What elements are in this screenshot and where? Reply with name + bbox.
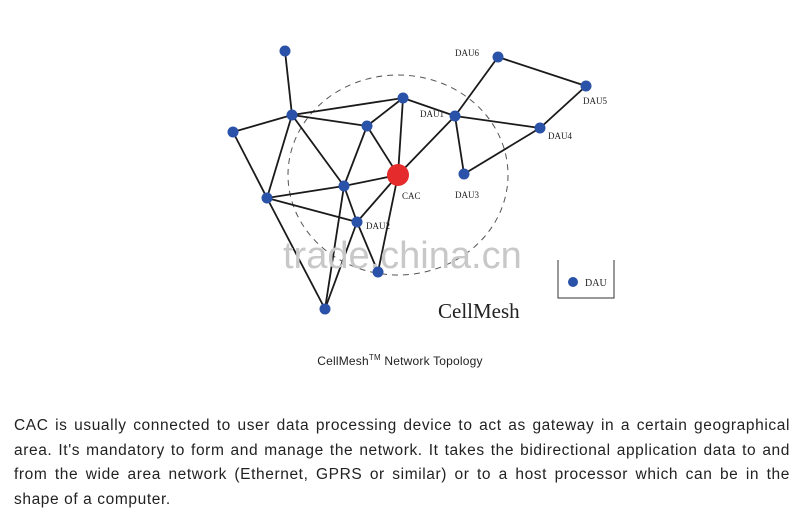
dau-node [279, 45, 291, 57]
dau6-node [492, 51, 504, 63]
dau-node [319, 303, 331, 315]
legend-label: DAU [585, 278, 607, 289]
dau-node [286, 109, 298, 121]
cac-node [387, 164, 409, 186]
description-paragraph: CAC is usually connected to user data pr… [14, 417, 790, 508]
dau1-node [449, 110, 461, 122]
caption-suffix: Network Topology [380, 354, 483, 368]
dau-node [361, 120, 373, 132]
legend: DAU [557, 260, 615, 299]
caption-text: CellMesh [317, 354, 369, 368]
dau6-label: DAU6 [455, 48, 479, 58]
dau2-label: DAU2 [366, 221, 390, 231]
watermark-text: trade.china.cn [283, 235, 522, 277]
network-nodes [227, 45, 592, 315]
cac-coverage-circle [287, 74, 509, 276]
dau-node [227, 126, 239, 138]
dau-node [338, 180, 350, 192]
dau4-label: DAU4 [548, 131, 572, 141]
dau3-label: DAU3 [455, 190, 479, 200]
dau3-node [458, 168, 470, 180]
dau1-label: DAU1 [420, 109, 444, 119]
dau-node [397, 92, 409, 104]
caption-trademark: TM [368, 353, 381, 362]
dau-node [372, 266, 384, 278]
legend-dau-marker [568, 277, 578, 287]
cac-label: CAC [402, 191, 421, 201]
diagram-title: CellMesh [438, 299, 520, 323]
network-topology-diagram: trade.china.cn DAU6 DAU5 DAU4 DAU1 DAU3 … [227, 45, 615, 323]
dau4-node [534, 122, 546, 134]
figure-caption: CellMeshTM Network Topology [0, 353, 800, 368]
dau-node [261, 192, 273, 204]
dau2-node [351, 216, 363, 228]
dau5-node [580, 80, 592, 92]
dau5-label: DAU5 [583, 96, 607, 106]
